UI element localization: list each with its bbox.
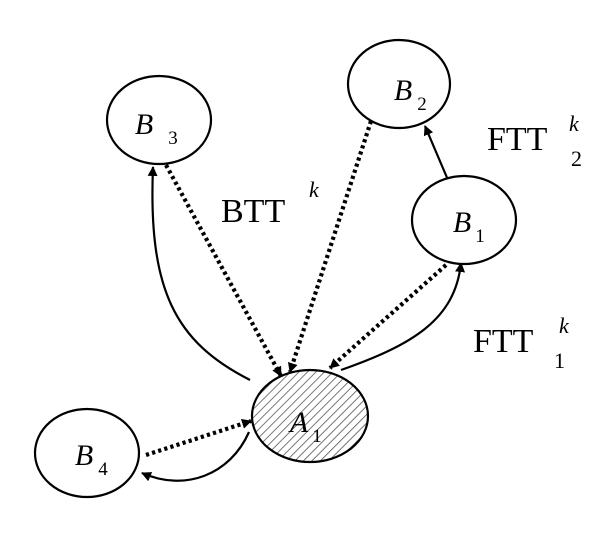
node-b4-subscript: 4 (98, 459, 108, 480)
label-btt-superscript: k (309, 177, 320, 202)
edge-a1-to-b4-solid (141, 431, 251, 482)
node-a1-letter: A (288, 406, 309, 439)
label-btt: BTT k (221, 177, 320, 230)
node-b2-subscript: 2 (417, 94, 427, 115)
node-b1: B 1 (410, 174, 518, 266)
node-b3-letter: B (135, 108, 153, 141)
label-ftt2: FTT 2 k (487, 111, 582, 171)
node-b3-ellipse (105, 74, 213, 166)
edge-a1-to-b1-solid (340, 262, 466, 372)
label-btt-main: BTT (221, 193, 285, 230)
edge-b2-to-a1-dotted (288, 120, 373, 373)
node-b2-letter: B (394, 74, 412, 107)
edge-a1-to-b3-solid (147, 166, 251, 381)
node-a1: A 1 (250, 368, 370, 464)
label-ftt2-superscript: k (569, 111, 580, 136)
node-b3-subscript: 3 (168, 128, 178, 149)
node-b4-ellipse (33, 407, 141, 499)
node-b4-letter: B (75, 439, 93, 472)
node-b3: B 3 (105, 74, 213, 166)
edge-b1-to-a1-dotted (328, 263, 448, 370)
edge-b4-to-a1-dotted (145, 419, 252, 457)
label-ftt1-superscript: k (559, 313, 570, 338)
edge-b3-to-a1-dotted (164, 163, 283, 378)
label-ftt1: FTT 1 k (473, 313, 570, 373)
node-b4: B 4 (33, 407, 141, 499)
label-ftt1-subscript: 1 (554, 348, 565, 373)
node-a1-ellipse-hatched (250, 368, 370, 464)
label-ftt2-subscript: 2 (571, 146, 582, 171)
node-b2-ellipse (346, 38, 452, 130)
label-ftt1-main: FTT (473, 323, 534, 360)
node-b2: B 2 (346, 38, 452, 130)
node-a1-subscript: 1 (312, 426, 322, 447)
label-ftt2-main: FTT (487, 121, 548, 158)
node-b1-ellipse (410, 174, 518, 266)
node-b1-subscript: 1 (475, 226, 485, 247)
edge-b1-to-b2-solid (423, 125, 450, 181)
edges (141, 120, 466, 482)
node-b1-letter: B (453, 206, 471, 239)
